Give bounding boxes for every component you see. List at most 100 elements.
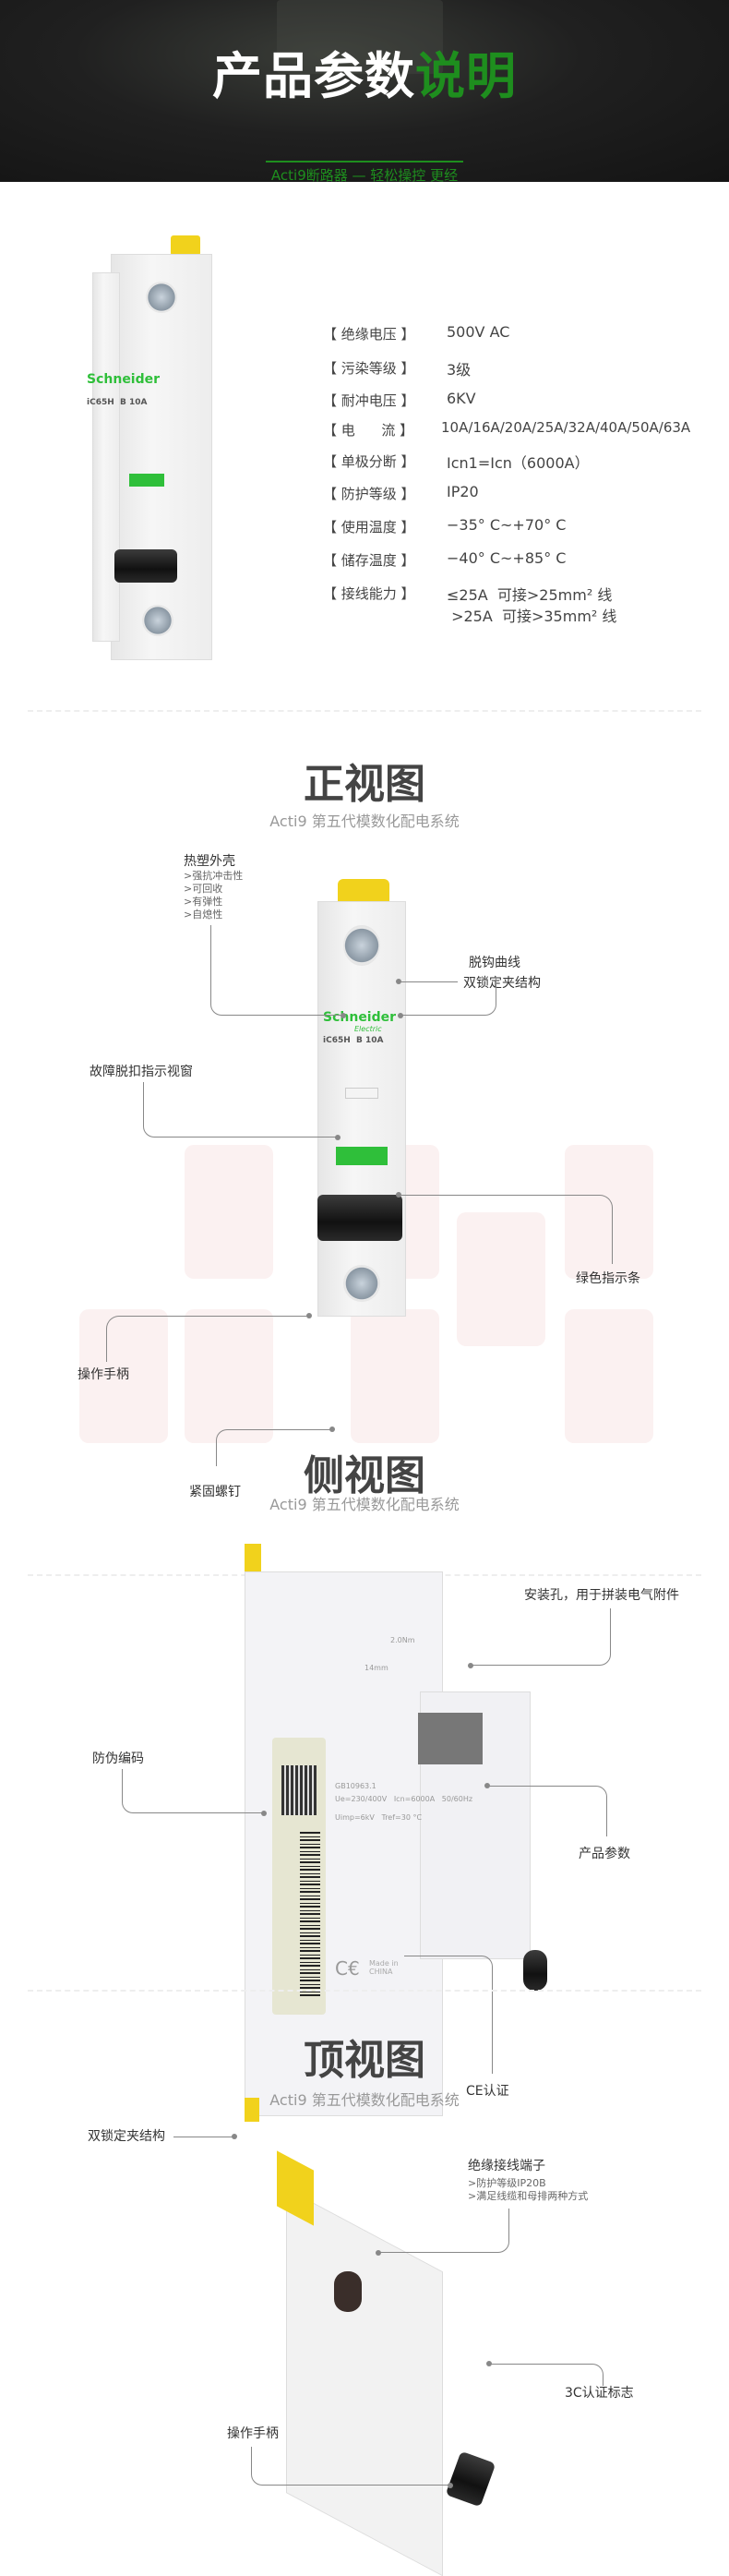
curve-label: 脱钩曲线: [469, 956, 520, 970]
leader-line: [122, 1769, 264, 1813]
leader-dot: [398, 1013, 403, 1018]
anticounterfeit-code-label: 防伪编码: [92, 1751, 144, 1766]
brand-logo: Schneider: [87, 372, 161, 387]
product-photo: Schneider iC65H B 10A: [74, 235, 249, 667]
terminal-label: 绝缘接线端子: [468, 2159, 545, 2173]
housing-point: >可回收: [184, 883, 223, 895]
decor-square: [185, 1145, 273, 1279]
ccc-label: 3C认证标志: [565, 2386, 634, 2401]
hero-banner: 产品参数说明 Acti9断路器 — 轻松操控 更经济: [0, 0, 729, 182]
clip-top: [171, 235, 200, 256]
terminal-point: >满足线缆和母排两种方式: [468, 2190, 589, 2202]
spec-label: 【 防护等级 】: [323, 486, 415, 502]
strip-text: 14mm: [364, 1664, 388, 1672]
bottom-screw-icon: [343, 1265, 380, 1302]
anticounterfeit-label: [272, 1738, 326, 2015]
spec-label: 【 耐冲电压 】: [323, 392, 415, 409]
trip-window: [345, 1088, 378, 1099]
label-line: Ue=230/400V Icn=6000A 50/60Hz: [335, 1795, 473, 1803]
trip-window-label: 故障脱扣指示视窗: [90, 1065, 193, 1079]
leader-dot: [376, 2250, 381, 2256]
spec-value: −35° C~+70° C: [447, 516, 567, 534]
clip-label: 双锁定夹结构: [463, 976, 541, 991]
front-view-title: 正视图: [304, 761, 425, 808]
model-label: iC65H B 10A: [323, 1036, 384, 1045]
side-breaker: 2.0Nm 14mm GB10963.1 Ue=230/400V Icn=600…: [235, 1544, 549, 2135]
green-bar-label: 绿色指示条: [576, 1271, 640, 1286]
handle: [317, 1195, 402, 1241]
leader-dot: [341, 1013, 346, 1018]
top-handle-label: 操作手柄: [227, 2426, 279, 2441]
leader-line: [210, 925, 342, 1016]
spec-value: 6KV: [447, 390, 476, 407]
mounting-hole-label: 安装孔，用于拼装电气附件: [524, 1588, 679, 1603]
made-in-text: Made in CHINA: [369, 1959, 399, 1976]
spec-label: 【 接线能力 】: [323, 585, 415, 602]
spec-value: −40° C~+85° C: [447, 549, 567, 567]
spec-value: Icn1=Icn（6000A）: [447, 454, 590, 472]
side-clip-label: 双锁定夹结构: [88, 2129, 165, 2144]
housing-label: 热塑外壳: [184, 854, 235, 869]
leader-dot: [232, 2134, 237, 2139]
leader-dot: [396, 979, 401, 984]
clip-top: [338, 879, 389, 903]
leader-dot: [329, 1426, 335, 1432]
handle: [445, 2450, 496, 2508]
divider: [28, 710, 701, 712]
decor-square: [565, 1309, 653, 1443]
top-screw-icon: [146, 282, 177, 313]
leader-dot: [484, 1783, 490, 1788]
spec-label: 【 污染等级 】: [323, 360, 415, 377]
top-screw-icon: [343, 925, 380, 966]
label-line: Uimp=6kV Tref=30 °C: [335, 1813, 423, 1822]
clip-bottom: [245, 2098, 259, 2122]
spec-label: 【 储存温度 】: [323, 552, 415, 569]
top-breaker: [249, 2150, 544, 2576]
breaker-body: [317, 901, 406, 1317]
hero-title-green: 说明: [415, 47, 517, 105]
qr-code-icon: [281, 1765, 317, 1815]
leader-dot: [448, 2483, 453, 2488]
decor-square: [185, 1309, 273, 1443]
leader-line: [400, 977, 496, 1016]
leader-line: [471, 1608, 611, 1666]
leader-line: [399, 1195, 613, 1264]
accessory-hole: [418, 1713, 483, 1764]
spec-value: IP20: [447, 483, 479, 500]
handle-label: 操作手柄: [78, 1367, 129, 1382]
leader-line: [143, 1082, 337, 1138]
bottom-screw-icon: [142, 605, 173, 636]
spec-value: 500V AC: [447, 323, 510, 341]
ce-mark-icon: C€: [335, 1957, 360, 1980]
product-params-label: 产品参数: [579, 1847, 630, 1861]
leader-line: [399, 981, 458, 982]
handle: [114, 549, 177, 583]
barcode-icon: [300, 1830, 320, 1996]
spec-label: 【 电 流 】: [323, 422, 414, 439]
front-breaker: Schneider Electric iC65H B 10A: [317, 879, 406, 1322]
hero-subtitle: Acti9断路器 — 轻松操控 更经济: [266, 161, 463, 182]
leader-line: [487, 1786, 607, 1836]
spec-label: 【 使用温度 】: [323, 519, 415, 536]
spec-value: 10A/16A/20A/25A/32A/40A/50A/63A: [441, 419, 691, 436]
housing-point: >自熄性: [184, 909, 223, 921]
leader-dot: [396, 1192, 401, 1198]
top-view-title: 顶视图: [304, 2037, 425, 2084]
spec-value: >25A 可接>35mm² 线: [447, 608, 617, 625]
leader-line: [216, 1429, 332, 1466]
clip-top: [277, 2150, 314, 2226]
brand-sub: Electric: [354, 1025, 382, 1033]
leader-line: [251, 2447, 450, 2486]
leader-line: [489, 2364, 604, 2386]
decor-square: [79, 1309, 168, 1443]
terminal-opening: [334, 2271, 362, 2312]
screw-label: 紧固螺钉: [189, 1485, 241, 1499]
breaker-side: [92, 272, 120, 642]
spec-value: 3级: [447, 361, 472, 379]
leader-line: [106, 1316, 309, 1362]
top-view-subtitle: Acti9 第五代模数化配电系统: [269, 2091, 460, 2109]
side-view-subtitle: Acti9 第五代模数化配电系统: [269, 1496, 460, 1513]
terminal-point: >防护等级IP20B: [468, 2177, 546, 2189]
torque-text: 2.0Nm: [390, 1636, 415, 1644]
hero-title: 产品参数说明: [0, 35, 729, 108]
